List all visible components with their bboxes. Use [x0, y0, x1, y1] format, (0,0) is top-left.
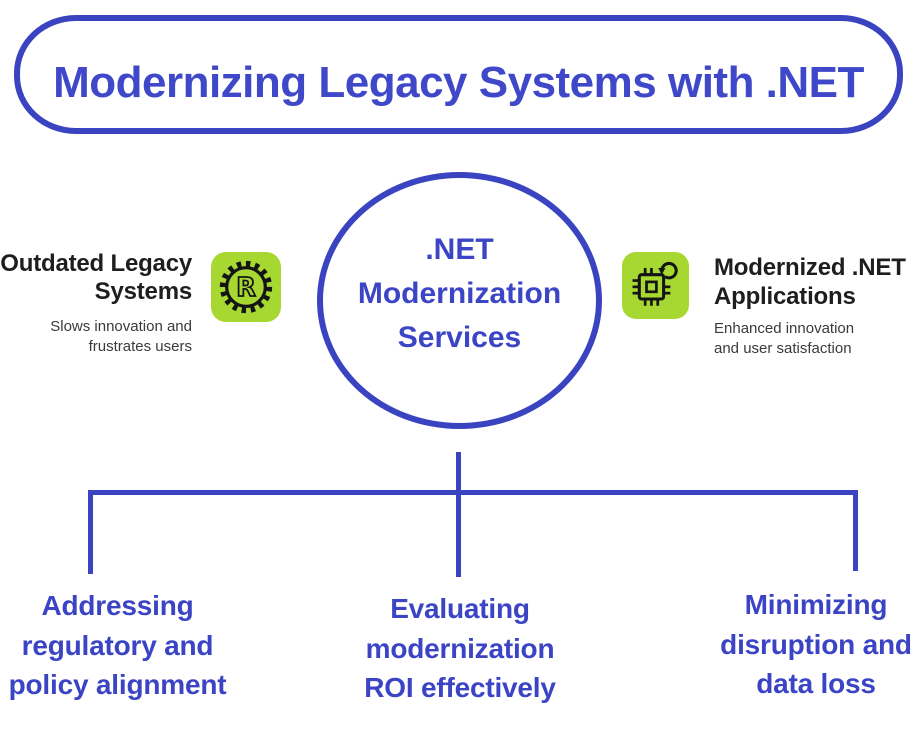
right-node-title: Modernized .NET Applications	[714, 254, 906, 310]
connector-stem-line	[456, 452, 461, 577]
chip-refresh-icon	[624, 254, 687, 317]
center-node-label: .NET Modernization Services	[357, 232, 562, 354]
branch-label-regulatory: Addressing regulatory and policy alignme…	[8, 590, 227, 700]
page-title: Modernizing Legacy Systems with .NET	[53, 57, 864, 107]
left-node-title: Outdated Legacy Systems	[0, 250, 192, 305]
connector-right-drop-line	[853, 490, 858, 571]
gear-r-icon: R	[213, 254, 279, 320]
center-node-circle: .NET Modernization Services	[317, 172, 602, 429]
right-node-subtitle: Enhanced innovation and user satisfactio…	[714, 320, 855, 357]
left-node-icon-tile: R	[211, 252, 281, 322]
connector-horizontal-line	[88, 490, 858, 495]
branch-label-roi: Evaluating modernization ROI effectively	[364, 593, 556, 703]
connector-left-drop-line	[88, 490, 93, 574]
left-node-subtitle: Slows innovation and frustrates users	[50, 318, 192, 355]
right-node-icon-tile	[622, 252, 689, 319]
svg-text:R: R	[236, 273, 256, 303]
branch-label-disruption: Minimizing disruption and data loss	[720, 589, 912, 699]
title-banner: Modernizing Legacy Systems with .NET	[14, 15, 903, 134]
